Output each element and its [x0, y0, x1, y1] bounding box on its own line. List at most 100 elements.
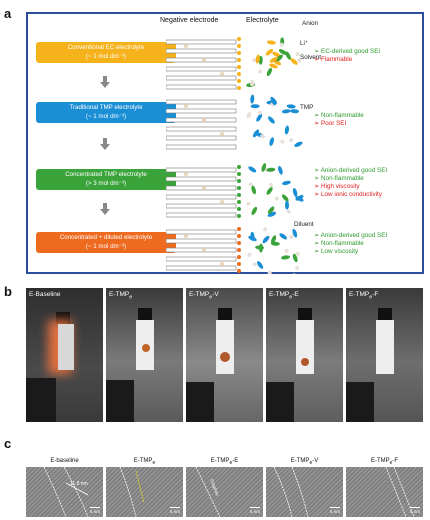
electrolyte-molecule: [250, 94, 255, 104]
sei-particle: [237, 86, 241, 90]
electrolyte-molecule: [286, 209, 291, 214]
photo-caption: E-Baseline: [29, 291, 61, 298]
sei-particle: [237, 44, 241, 48]
photo-e-tmp-e: E-TMPe-E: [266, 288, 343, 422]
sei-particle: [237, 262, 241, 266]
sei-particle: [237, 207, 241, 211]
electrolyte-molecule: [279, 233, 288, 240]
bullet: ➢ EC-derived good SEI: [314, 48, 381, 55]
concentrated-diluted-box: Concentrated + diluted electrolyte (~ 1 …: [36, 232, 176, 253]
electrolyte-molecule: [292, 188, 298, 197]
li-ion-dot: [202, 58, 206, 62]
sei-particle: [237, 72, 241, 76]
sei-particle: [237, 193, 241, 197]
graphite-layer: [166, 238, 237, 244]
traditional-tmp-box: Traditional TMP electrolyte (~ 1 mol dm⁻…: [36, 102, 176, 123]
electrolyte-molecule: [280, 139, 285, 144]
electrolyte-molecule: [268, 116, 275, 124]
graphite-layer: [166, 176, 237, 182]
electrolyte-molecule: [285, 200, 289, 210]
li-ion-dot: [184, 104, 188, 108]
sei-particle: [237, 234, 241, 238]
photo-caption: E-TMPe-V: [189, 291, 219, 301]
graphite-layer: [166, 126, 237, 132]
row-title: Traditional TMP electrolyte: [69, 104, 143, 111]
bullet: ➢ Non-flammable: [314, 175, 364, 182]
graphite-layer: [166, 203, 237, 209]
electrolyte-header: Electrolyte: [246, 17, 279, 24]
scale-bar: 5 nm: [329, 509, 340, 514]
electrolyte-molecule: [251, 185, 256, 195]
li-ion-dot: [220, 72, 224, 76]
anion-label: Anion: [302, 20, 319, 27]
electrolyte-molecule: [286, 104, 296, 109]
li-ion-dot: [184, 172, 188, 176]
panel-label-c: c: [4, 436, 12, 451]
tmp-label: TMP: [300, 104, 314, 111]
tem-image-e-tmp-f: 5 nm: [346, 467, 423, 517]
electrolyte-molecule: [284, 248, 289, 253]
scale-bar: 5 nm: [169, 509, 180, 514]
graphite-layer: [166, 256, 237, 262]
electrolyte-molecule: [289, 234, 294, 239]
li-ion-dot: [184, 44, 188, 48]
electrolyte-molecule: [266, 40, 276, 45]
tem-image-e-tmp-e: Graphite 5 nm: [186, 467, 263, 517]
graphite-layer: [166, 57, 237, 63]
bullet: ➢ Anion-derived good SEI: [314, 232, 388, 239]
tem-image-e-baseline: 11.8 nm 5 nm: [26, 467, 103, 517]
graphite-layer: [166, 167, 237, 173]
tem-caption: E-TMPe-F: [370, 458, 399, 467]
electrolyte-molecule: [262, 235, 270, 244]
sei-particle: [237, 37, 241, 41]
scale-bar: 5 nm: [89, 509, 100, 514]
li-ion-dot: [184, 234, 188, 238]
electrolyte-molecule: [269, 63, 278, 69]
sei-particle: [237, 200, 241, 204]
electrolyte-molecule: [246, 201, 251, 206]
electrolyte-molecule: [266, 67, 273, 77]
electrolyte-molecule: [248, 235, 257, 242]
li-label: Li⁺: [300, 40, 309, 47]
electrolyte-molecule: [252, 262, 257, 267]
graphite-layer: [166, 229, 237, 235]
electrolyte-molecule: [256, 113, 263, 122]
electrolyte-molecule: [295, 251, 300, 256]
row-title: Concentrated TMP electrolyte: [65, 171, 147, 178]
scale-bar: 5 nm: [409, 509, 420, 514]
tem-image-e-tmp-v: 5 nm: [266, 467, 343, 517]
scale-bar: 5 nm: [249, 509, 260, 514]
electrolyte-molecule: [289, 138, 294, 143]
conventional-ec-box: Conventional EC electrolyte (~ 1 mol dm⁻…: [36, 42, 176, 63]
electrolyte-molecule: [294, 141, 303, 147]
electrolyte-molecule: [272, 51, 281, 58]
graphite-layer: [166, 39, 237, 45]
electrolyte-molecule: [271, 235, 277, 244]
photo-e-tmp-f: E-TMPe-F: [346, 288, 423, 422]
electrolyte-molecule: [292, 253, 298, 263]
sei-thickness-label: 11.8 nm: [70, 481, 88, 487]
electrolyte-molecule: [284, 125, 289, 135]
photo-caption: E-TMPe-E: [269, 291, 299, 301]
panel-label-a: a: [4, 6, 12, 21]
panel-label-b: b: [4, 284, 12, 299]
down-arrow-icon: [100, 203, 110, 215]
electrolyte-molecule: [252, 58, 257, 63]
electrolyte-molecule: [265, 48, 274, 56]
sei-particle: [237, 58, 241, 62]
electrolyte-molecule: [281, 180, 291, 186]
electrolyte-molecule: [281, 109, 291, 114]
sei-particle: [237, 172, 241, 176]
sei-particle: [237, 165, 241, 169]
electrolyte-molecule: [258, 69, 263, 74]
graphite-layer: [166, 247, 237, 253]
graphite-layer: [166, 185, 237, 191]
electrolyte-molecule: [290, 58, 298, 65]
photo-e-tmp-v: E-TMPe-V: [186, 288, 263, 422]
row-title: Conventional EC electrolyte: [67, 44, 145, 51]
electrolyte-molecule: [292, 273, 297, 274]
electrolyte-molecule: [250, 82, 255, 87]
sei-particle: [237, 255, 241, 259]
electrolyte-molecule: [269, 57, 278, 63]
row-concentration: (~ 1 mol dm⁻³): [85, 52, 127, 60]
